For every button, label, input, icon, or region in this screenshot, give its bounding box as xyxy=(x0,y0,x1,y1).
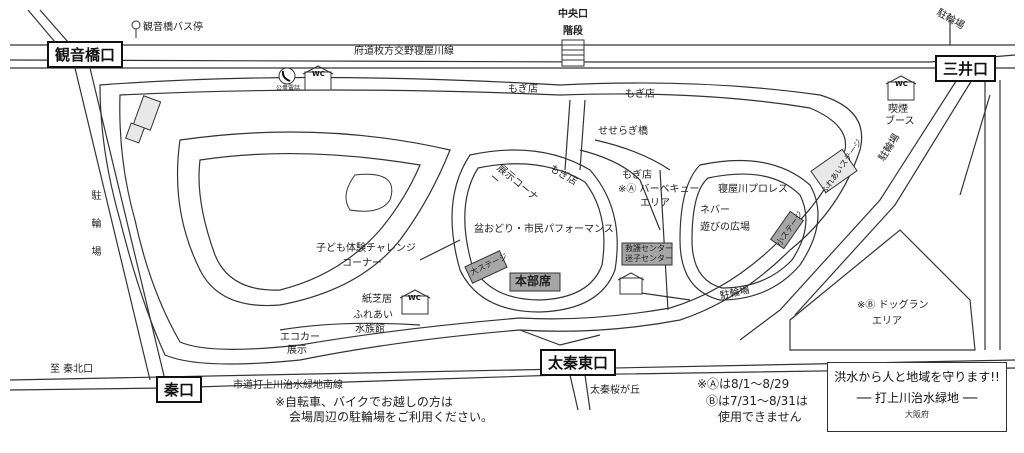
bus-stop-icon xyxy=(131,20,141,38)
dog-run-area-label: エリア xyxy=(872,316,902,327)
mogi-stand-label: もぎ店 xyxy=(625,89,655,100)
rescue-center-shape xyxy=(621,242,673,266)
path-c3 xyxy=(579,149,661,231)
south-road-1 xyxy=(569,374,579,411)
right-road-5 xyxy=(959,94,991,196)
fureai-label: ふれあい xyxy=(353,310,393,321)
phone-icon xyxy=(278,67,296,85)
play-plaza-label: 遊びの広場 xyxy=(700,222,750,233)
big-stage-shape xyxy=(464,250,508,284)
wc-label: WC xyxy=(312,70,325,78)
aquarium-label: 水族館 xyxy=(355,324,385,335)
path-c8 xyxy=(279,322,421,331)
notice-line2: ── 打上川治水緑地 ── xyxy=(856,391,978,405)
bike-note-line1: ※自転車、バイクでお越しの方は xyxy=(275,395,453,409)
bike-parking-w-label: 駐輪場 xyxy=(89,190,100,274)
period-note-line1: ※Ⓐは8/1～8/29 xyxy=(697,377,790,391)
right-oval-inner xyxy=(691,173,807,289)
gate-mitsui: 三井口 xyxy=(935,55,997,82)
wc-label: WC xyxy=(408,294,421,302)
right-road-1 xyxy=(739,74,961,341)
neyagawa-pro-label: 寝屋川プロレス xyxy=(718,184,788,195)
south-road-2 xyxy=(584,374,591,411)
road-tl-2 xyxy=(39,9,69,43)
period-note-line3: 使用できません xyxy=(718,410,802,424)
bbq-area-label: エリア xyxy=(640,198,670,209)
fureai-stage-shape xyxy=(810,148,858,194)
stairs-icon xyxy=(561,39,585,67)
ecocar-label: エコカー xyxy=(280,332,320,343)
path-c4 xyxy=(594,139,671,171)
central-gate-label: 中央口 xyxy=(558,9,588,20)
bon-odori-label: 盆おどり・市民パフォーマンス xyxy=(474,224,614,235)
hq-seat-shape xyxy=(509,272,561,292)
uzumasa-sakuragaoka-label: 太秦桜が丘 xyxy=(590,385,640,396)
gate-hata: 秦口 xyxy=(156,376,203,403)
seseragi-bridge-label: せせらぎ橋 xyxy=(598,126,648,137)
period-note-line2: Ⓑは7/31～8/31は xyxy=(706,394,808,408)
bus-stop-label: 観音橋バス停 xyxy=(143,22,203,33)
right-road-2 xyxy=(794,74,976,316)
central-oval-inner xyxy=(464,163,605,301)
path-c5 xyxy=(659,169,669,311)
stairs-label: 階段 xyxy=(563,26,583,37)
path-c7 xyxy=(519,329,601,346)
path-c9 xyxy=(419,239,461,261)
building-icon xyxy=(125,95,162,144)
left-lawn-inner xyxy=(198,153,421,291)
notice-box: 洪水から人と地域を守ります!! ── 打上川治水緑地 ── 大阪府 xyxy=(827,362,1007,432)
prefectural-road-label: 府道枚方交野寝屋川線 xyxy=(354,46,454,57)
wc-icon xyxy=(302,65,334,91)
outer-path xyxy=(99,76,863,365)
mogi-stand-label: もぎ店 xyxy=(508,84,538,95)
smoking-booth-label: ブース xyxy=(885,116,915,127)
gate-uzumasa-east: 太秦東口 xyxy=(540,349,617,376)
lawn-feature xyxy=(345,173,393,212)
kids-corner-label: コーナー xyxy=(342,258,382,269)
kamishibai-label: 紙芝居 xyxy=(362,294,392,305)
kids-challenge-label: 子ども体験チャレンジ xyxy=(316,243,416,254)
left-lawn xyxy=(176,131,451,307)
smoking-label: 喫煙 xyxy=(888,104,908,115)
nebar-label: ネバー xyxy=(700,205,730,216)
hq-seat-label: 本部席 xyxy=(515,274,552,288)
dog-run-label: ※Ⓑ ドッグラン xyxy=(857,300,929,311)
to-hata-north-label: 至 秦北口 xyxy=(50,364,94,375)
wc-icon xyxy=(399,289,431,315)
central-oval-outer xyxy=(451,149,618,313)
right-oval-outer xyxy=(679,159,819,301)
phone-label: 公衆電話 xyxy=(276,85,301,92)
road-tl-1 xyxy=(27,9,56,43)
bottom-road-2 xyxy=(9,367,1016,391)
mogi-stand-label: もぎ店 xyxy=(622,170,652,181)
small-stage-shape xyxy=(769,210,805,250)
notice-line3: 大阪府 xyxy=(905,410,929,419)
outer-path-inner xyxy=(119,89,847,350)
wc-icon xyxy=(885,75,917,101)
dog-run-area xyxy=(789,229,976,351)
wc-label: WC xyxy=(895,80,908,88)
rescue-center-label: 救護センター xyxy=(625,244,673,253)
ecocar-exhibit-label: 展示 xyxy=(287,345,307,356)
notice-line1: 洪水から人と地域を守ります!! xyxy=(834,370,1000,384)
wc-icon xyxy=(617,272,645,295)
left-road-2 xyxy=(89,67,166,381)
lost-child-center-label: 迷子センター xyxy=(625,254,673,263)
bike-note-line2: 会場周辺の駐輪場をご利用ください。 xyxy=(289,410,494,424)
city-road-label: 市道打上川治水緑地南線 xyxy=(233,380,343,391)
path-c1 xyxy=(564,99,571,171)
bbq-label: ※Ⓐ バーベキュー xyxy=(618,184,700,195)
left-road-1 xyxy=(74,67,151,381)
top-road-edge-2 xyxy=(9,54,1016,63)
gate-kannonbashi: 観音橋口 xyxy=(47,41,124,68)
path-c2 xyxy=(579,99,586,171)
